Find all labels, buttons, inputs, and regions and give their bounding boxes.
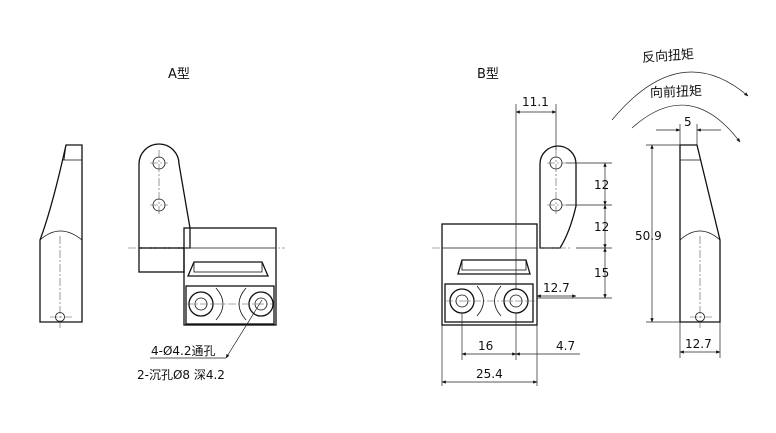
dimension-12-7-side <box>679 322 721 358</box>
dimension-50-9 <box>646 144 680 323</box>
dim-label-5: 5 <box>684 115 692 129</box>
forward-torque-label: 向前扭矩 <box>650 83 703 101</box>
type-b-front-view <box>432 145 577 326</box>
type-b-side-view <box>679 144 721 328</box>
type-a-front-view <box>128 143 285 359</box>
dimension-vertical-chain <box>537 162 612 299</box>
type-a-label: A型 <box>168 67 190 82</box>
type-a-side-view <box>39 144 83 328</box>
dim-label-15: 15 <box>594 266 609 280</box>
reverse-torque-label: 反向扭矩 <box>642 46 695 66</box>
torque-arrows <box>611 71 749 143</box>
dim-label-12-7-side: 12.7 <box>685 337 712 351</box>
dim-label-12-mid: 12 <box>594 220 609 234</box>
dim-label-12-top: 12 <box>594 178 609 192</box>
hole-note-counterbore: 2-沉孔Ø8 深4.2 <box>137 368 225 382</box>
dim-label-16: 16 <box>478 339 493 353</box>
dim-label-11-1: 11.1 <box>522 95 549 109</box>
hole-note-through: 4-Ø4.2通孔 <box>151 344 216 358</box>
dim-label-4-7: 4.7 <box>556 339 575 353</box>
dimension-11-1 <box>515 104 557 290</box>
type-b-label: B型 <box>477 67 499 82</box>
dimension-horizontal-chain <box>441 313 580 386</box>
dim-label-50-9: 50.9 <box>635 229 662 243</box>
dim-label-12-7-inner: 12.7 <box>543 281 570 295</box>
dimension-5 <box>656 124 721 145</box>
dim-label-25-4: 25.4 <box>476 367 503 381</box>
